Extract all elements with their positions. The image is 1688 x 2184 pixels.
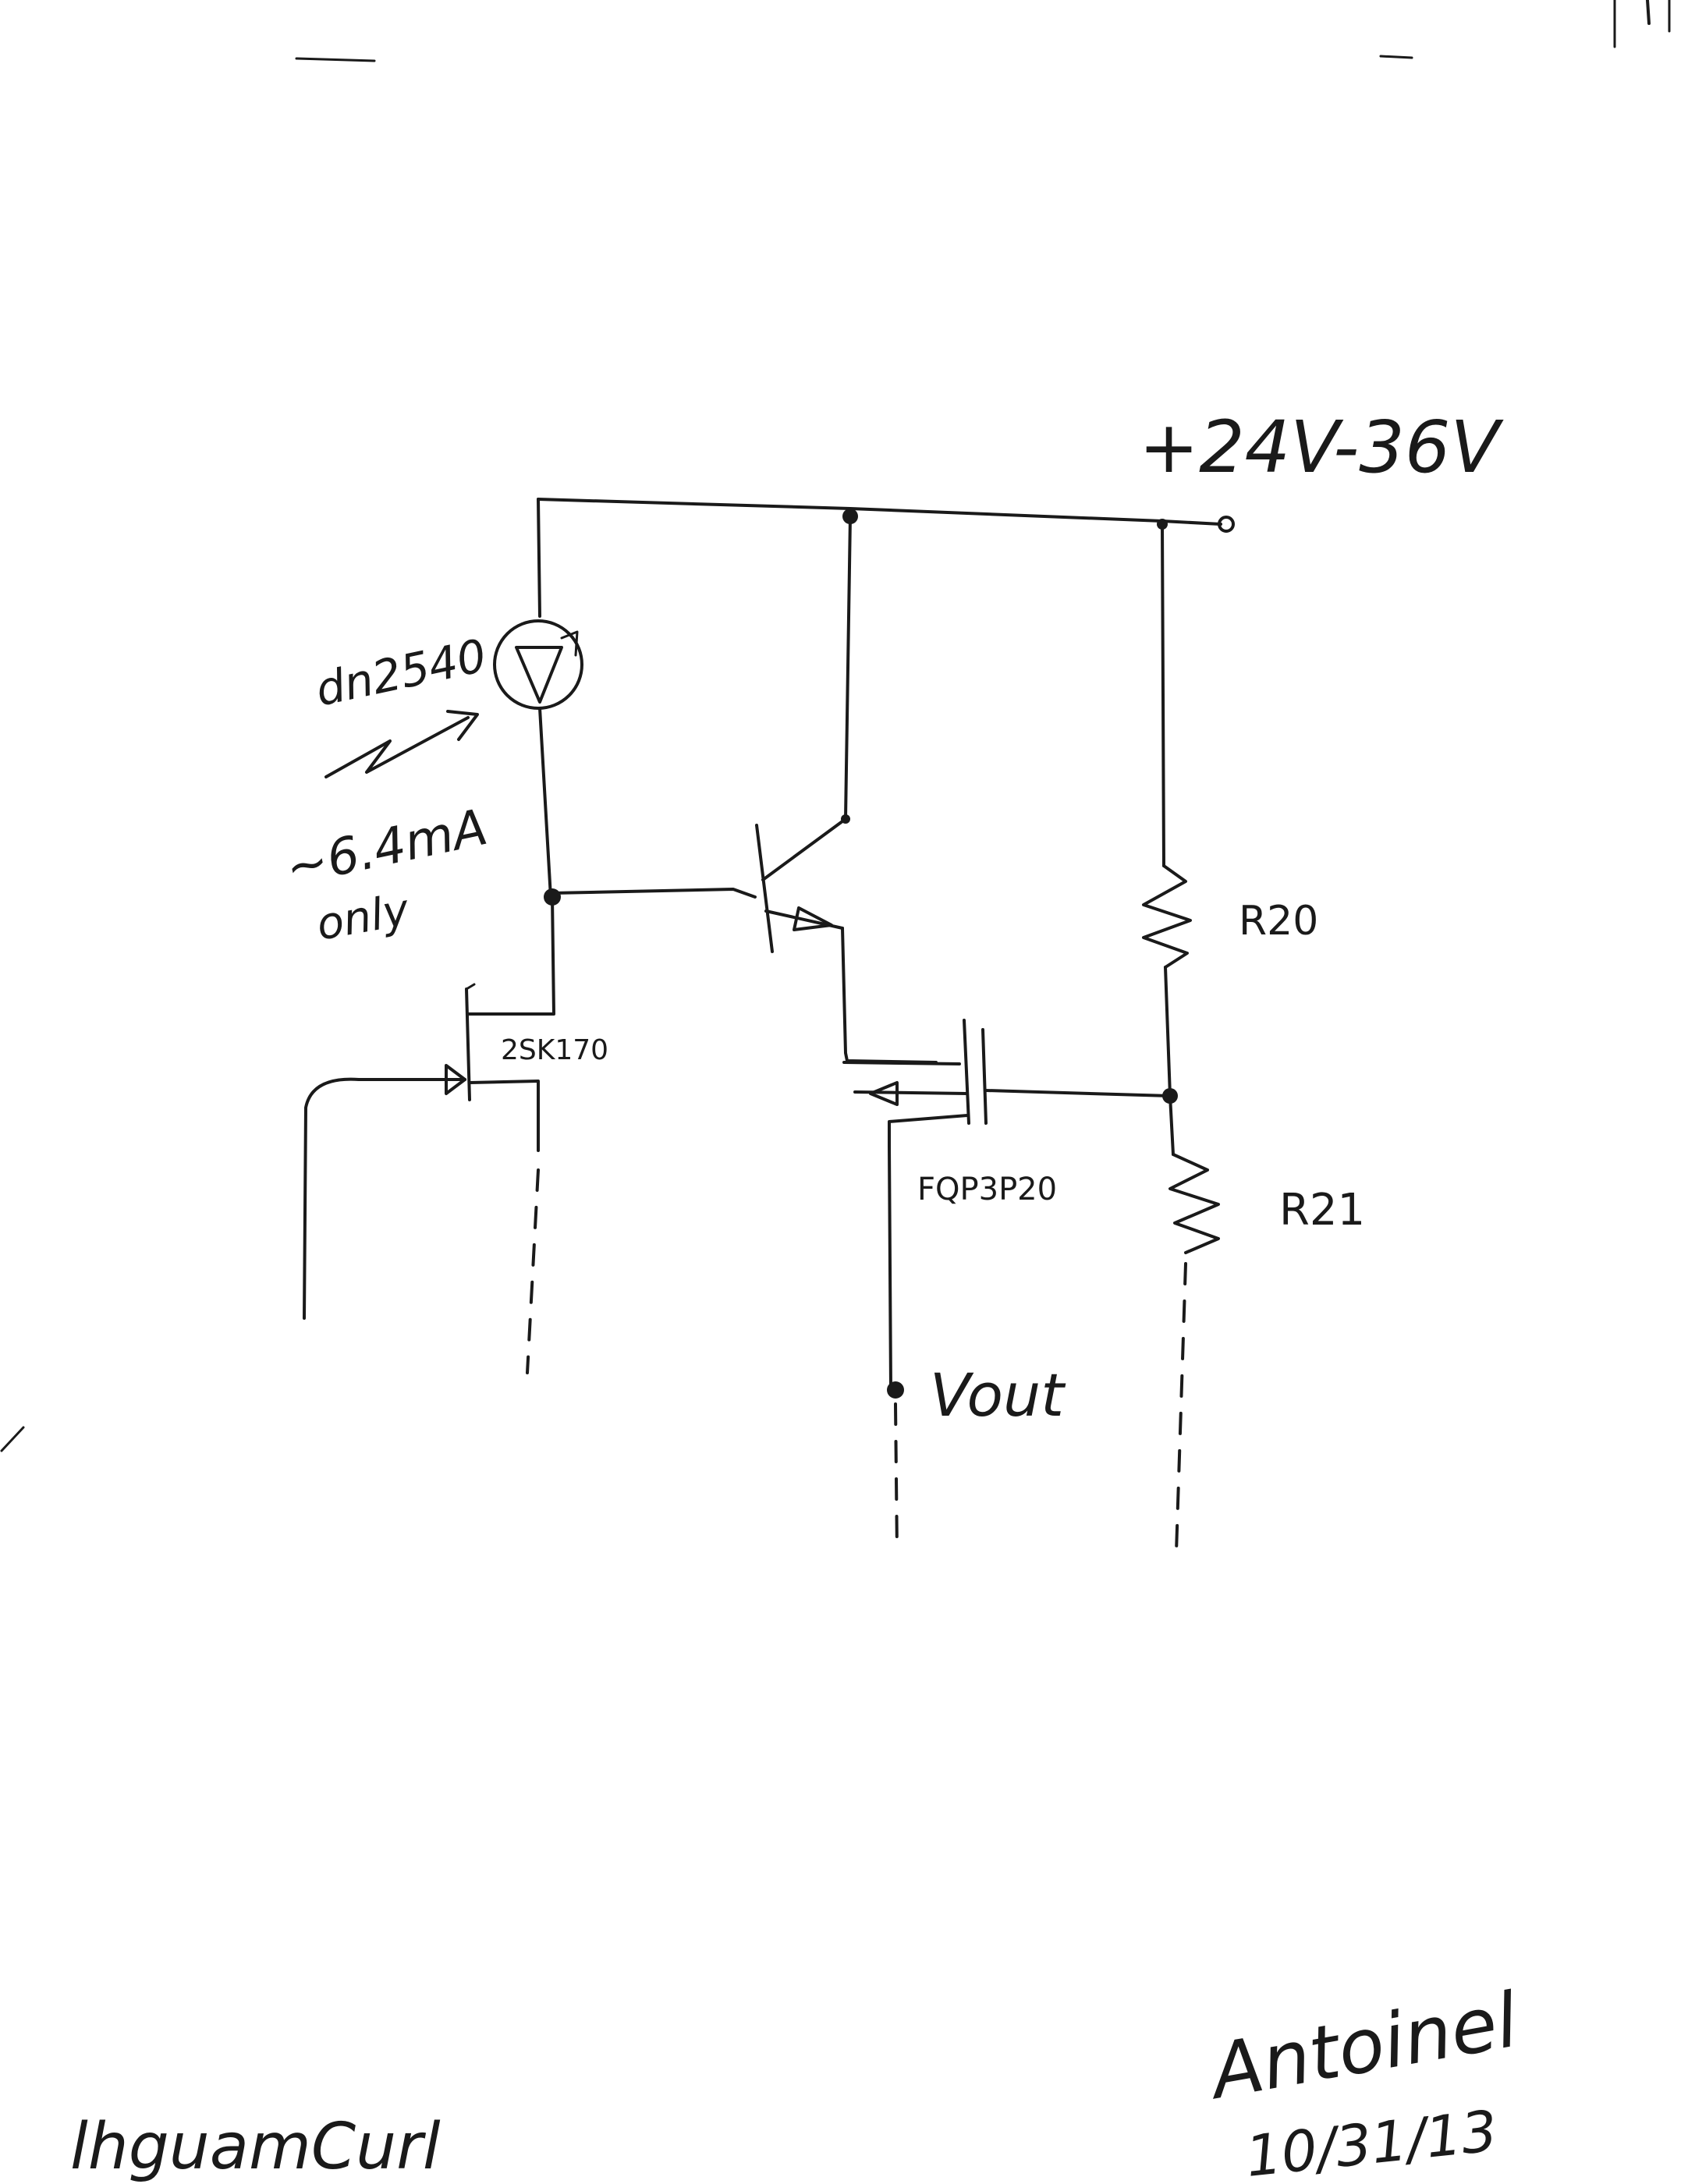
- r21-top-wire: [1168, 1094, 1175, 1156]
- current-arrow: [324, 716, 470, 778]
- jfet-part-label: 2SK170: [501, 1034, 608, 1066]
- mosfet-gate-wire: [984, 1089, 1172, 1097]
- current-note-label-2: only: [313, 885, 413, 951]
- scan-edge-mark: [1646, 0, 1651, 25]
- mosfet-fqp3p20-gate-plate: [981, 1028, 988, 1125]
- supply-voltage-label: +24V-36V: [1139, 406, 1504, 489]
- mosfet-fqp3p20-channel: [963, 1019, 970, 1125]
- scan-edge-mark: [1379, 55, 1413, 59]
- current-source-diode-icon: [515, 646, 563, 704]
- current-source-mark: [560, 630, 579, 657]
- left-branch-wire: [537, 498, 541, 618]
- current-note-label: ~6.4mA: [281, 799, 492, 898]
- bjt-emitter-wire: [841, 927, 938, 1064]
- r20-r21-wire: [1164, 966, 1172, 1097]
- r21-label: R21: [1279, 1185, 1365, 1236]
- bjt-collector-lead: [761, 817, 847, 881]
- date-label: 10/31/13: [1243, 2098, 1500, 2184]
- jfet-drain-wire: [466, 895, 555, 1016]
- scan-edge-mark: [295, 57, 376, 62]
- supply-rail-wire: [537, 498, 1222, 526]
- mosfet-part-label: FQP3P20: [917, 1172, 1057, 1207]
- bjt-collector-wire: [844, 515, 852, 821]
- signature-left: lhguamCurl: [70, 2110, 441, 2184]
- r21-continuation: [1175, 1262, 1187, 1554]
- bjt-emitter-arrow-icon: [793, 906, 833, 931]
- r20-supply-wire: [1161, 523, 1165, 867]
- vout-continuation: [894, 1402, 899, 1554]
- r21-resistor: [1168, 1153, 1220, 1254]
- mosfet-drain-wire: [888, 1114, 969, 1148]
- scan-edge-mark: [0, 1426, 25, 1452]
- current-arrow-head-icon: [446, 710, 479, 741]
- jfet-source-wire: [468, 1080, 540, 1152]
- mosfet-body-arrow-icon: [869, 1081, 899, 1106]
- jfet-source-continuation: [526, 1168, 540, 1374]
- r20-resistor: [1142, 864, 1192, 969]
- jfet-gate-arrow-icon: [445, 1064, 466, 1095]
- vout-label: Vout: [930, 1360, 1066, 1430]
- r20-label: R20: [1239, 898, 1318, 945]
- bjt-base-bar: [755, 824, 774, 953]
- signature-right: Antoinel: [1200, 1977, 1525, 2117]
- bjt-base-wire: [551, 888, 757, 899]
- collector-junction-node: [841, 814, 850, 824]
- jfet-channel-tick: [465, 983, 476, 991]
- vout-wire: [888, 1145, 892, 1390]
- jfet-gate-input-wire: [303, 1077, 466, 1320]
- vout-node: [887, 1381, 904, 1399]
- dn2540-label: dn2540: [311, 629, 491, 717]
- mosfet-source-wire: [842, 1061, 961, 1065]
- supply-terminal: [1218, 516, 1235, 533]
- left-branch-wire: [538, 707, 552, 899]
